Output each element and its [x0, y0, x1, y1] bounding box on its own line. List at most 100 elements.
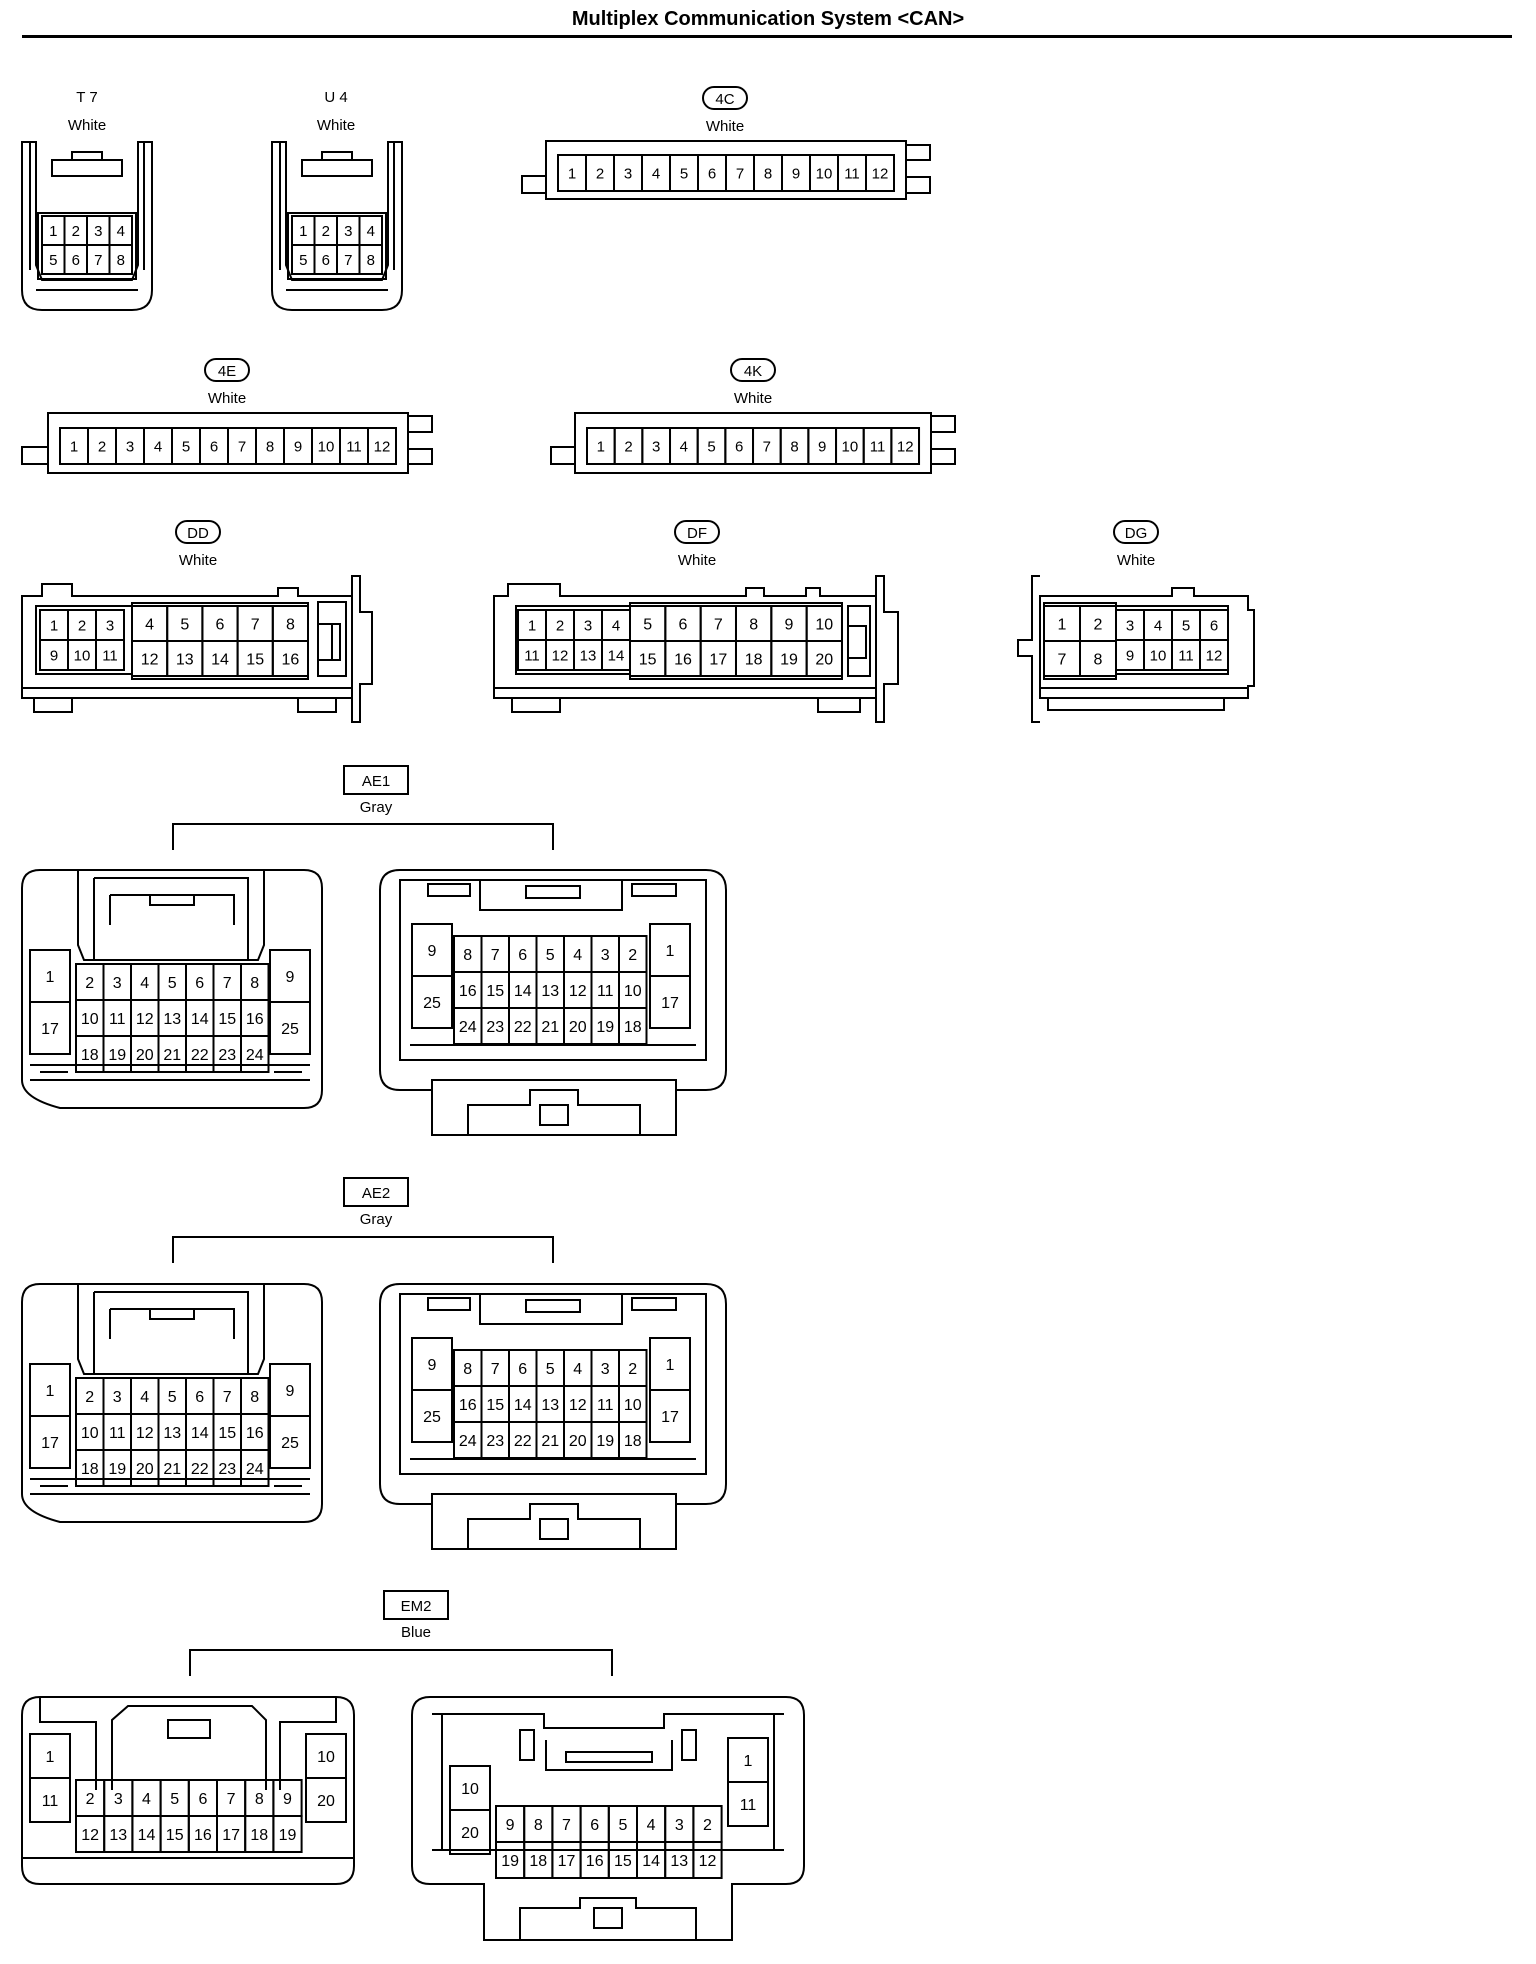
base-line [1040, 687, 1248, 711]
pin-number: 8 [250, 975, 259, 992]
pin-number: 10 [81, 1011, 99, 1028]
pin-cell [305, 1777, 347, 1823]
latch [519, 1729, 697, 1771]
connector-code: DF [687, 525, 707, 542]
latch [167, 1719, 211, 1739]
pin-number: 6 [518, 1361, 527, 1378]
pin-number: 11 [1178, 647, 1194, 664]
code-box [383, 1590, 449, 1620]
pin-number: 11 [42, 1793, 59, 1810]
latch [29, 142, 145, 270]
connector-color: White [734, 390, 772, 407]
pin-cell [271, 640, 309, 677]
pin-number: 22 [514, 1433, 532, 1450]
connector-code: EM2 [401, 1598, 432, 1615]
pin-number: 18 [81, 1461, 99, 1478]
pin-number: 5 [182, 438, 190, 455]
pin-number: 16 [459, 1397, 477, 1414]
code-badge [702, 86, 748, 110]
pin-number: 12 [1206, 647, 1223, 664]
base-line [494, 687, 876, 713]
pin-number: 6 [518, 947, 527, 964]
pin-number: 13 [176, 651, 194, 668]
pin-number: 4 [142, 1791, 151, 1808]
pin-number: 4 [680, 438, 688, 455]
latch [77, 1284, 265, 1375]
pin-number: 11 [346, 438, 362, 455]
pin-number: 3 [113, 975, 122, 992]
pin-number: 8 [117, 252, 125, 269]
connector-color: White [1117, 552, 1155, 569]
pin-number: 6 [195, 1389, 204, 1406]
bracket [172, 1236, 554, 1263]
pin-number: 1 [744, 1753, 753, 1770]
pin-number: 16 [459, 983, 477, 1000]
pin-number: 17 [558, 1853, 576, 1870]
pin-number: 14 [211, 651, 229, 668]
pin-number: 15 [486, 1397, 504, 1414]
pin-number: 5 [49, 252, 57, 269]
pin-cell [358, 244, 383, 275]
pin-number: 1 [49, 223, 57, 240]
pin-cell [727, 1781, 769, 1827]
bracket [189, 1649, 613, 1676]
flange [351, 575, 373, 723]
pin-number: 15 [486, 983, 504, 1000]
pin-number: 2 [85, 1389, 94, 1406]
pin-number: 25 [281, 1021, 299, 1038]
pin-cell [29, 1415, 71, 1469]
pin-number: 20 [461, 1825, 479, 1842]
pin-number: 15 [614, 1853, 632, 1870]
pin-number: 1 [299, 223, 307, 240]
pin-number: 11 [102, 647, 118, 664]
connector-color: Gray [360, 799, 393, 816]
pin-number: 2 [85, 975, 94, 992]
pin-number: 4 [1154, 617, 1162, 634]
pin-cell [29, 1777, 71, 1823]
pin-number: 12 [81, 1827, 99, 1844]
pin-cell [240, 1035, 270, 1073]
pin-number: 5 [707, 438, 715, 455]
connector-housing [21, 141, 153, 311]
pin-number: 19 [501, 1853, 519, 1870]
latch [93, 1291, 249, 1374]
connector-code: AE2 [362, 1185, 390, 1202]
latch [427, 880, 677, 911]
pin-number: 2 [556, 617, 564, 634]
pin-number: 15 [246, 651, 264, 668]
connector-code: 4C [715, 91, 734, 108]
pin-number: 24 [246, 1047, 264, 1064]
pin-number: 2 [596, 165, 604, 182]
pin-number: 22 [514, 1019, 532, 1036]
pin-cell [269, 1001, 311, 1055]
connector-code: DG [1125, 525, 1148, 542]
pin-number: 7 [227, 1791, 236, 1808]
pin-number: 10 [624, 1397, 642, 1414]
connector-color: White [68, 117, 106, 134]
pin-number: 8 [749, 616, 758, 633]
pin-number: 9 [506, 1817, 515, 1834]
pin-number: 3 [652, 438, 660, 455]
pin-number: 3 [1126, 617, 1134, 634]
pin-number: 9 [50, 647, 58, 664]
pin-number: 7 [736, 165, 744, 182]
pin-number: 14 [608, 647, 625, 664]
pin-cell [649, 975, 691, 1029]
code-box [343, 1177, 409, 1207]
pin-number: 14 [191, 1011, 209, 1028]
code-badge [1113, 520, 1159, 544]
pin-number: 12 [699, 1853, 717, 1870]
pin-number: 12 [141, 651, 159, 668]
pin-number: 2 [78, 617, 86, 634]
pin-number: 1 [50, 617, 58, 634]
pin-number: 2 [72, 223, 80, 240]
pin-number: 6 [735, 438, 743, 455]
connector-housing [379, 1283, 727, 1550]
latch [410, 1458, 696, 1549]
